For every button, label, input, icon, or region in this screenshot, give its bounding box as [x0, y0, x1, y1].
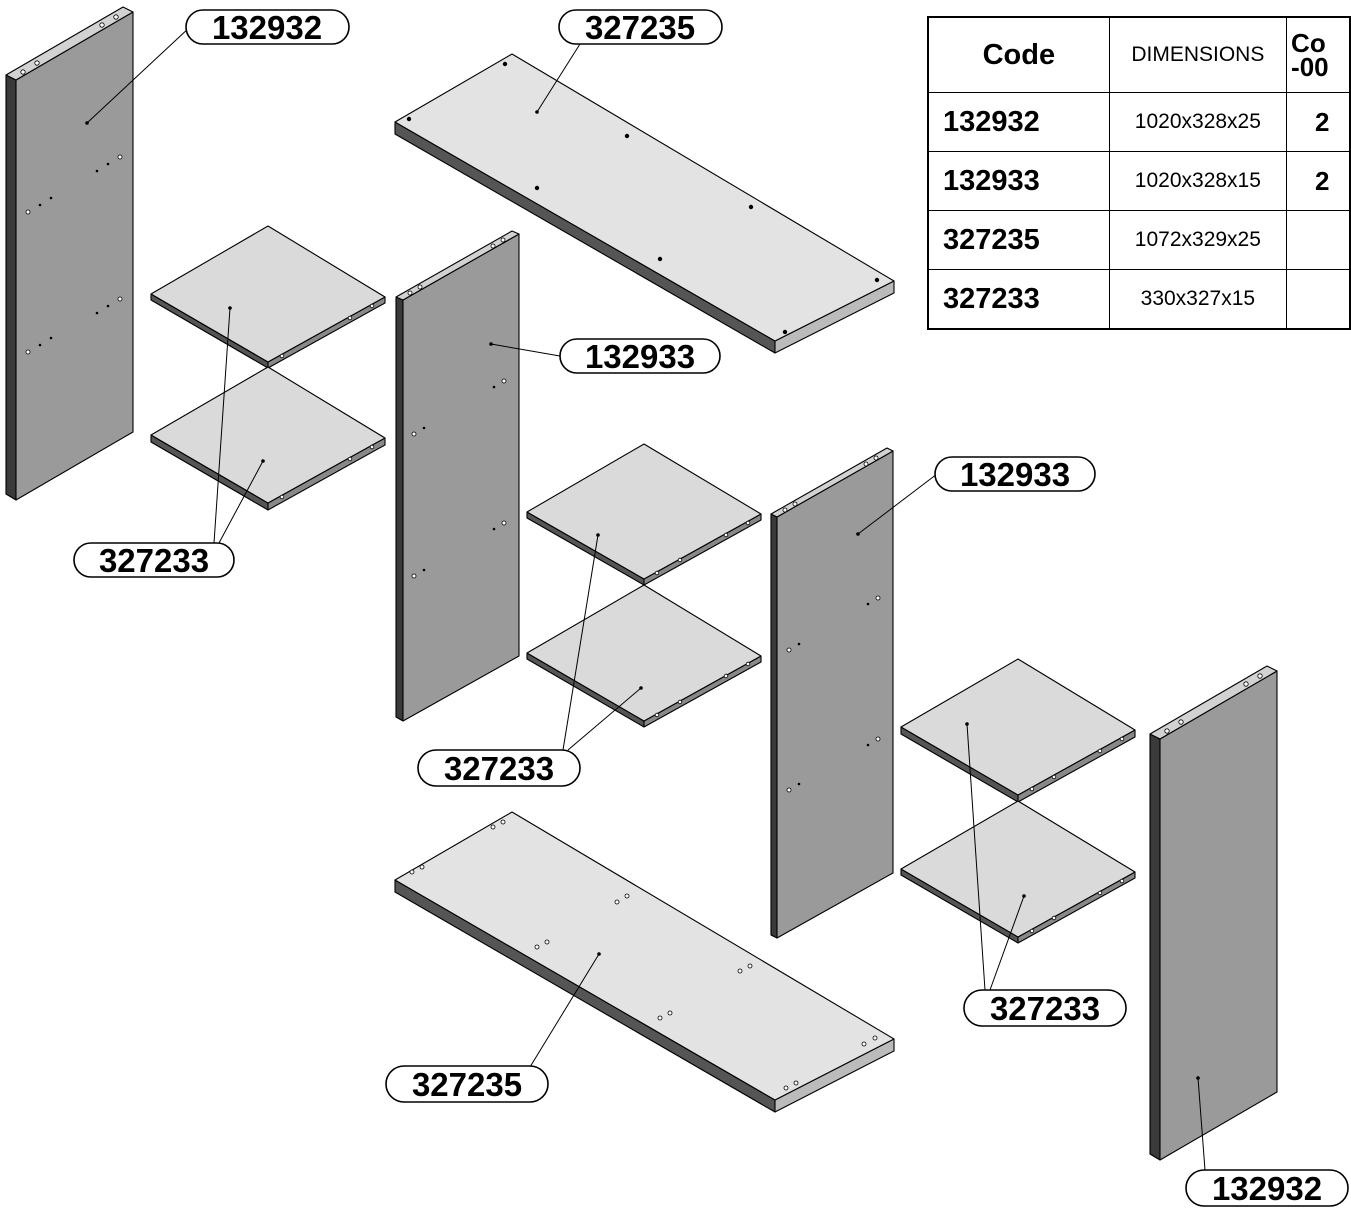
callout-bottom-board: 327235 — [385, 1065, 549, 1103]
callout-divider-1: 132933 — [559, 338, 721, 375]
shelf-middle-lower — [526, 584, 762, 728]
callout-shelves-left: 327233 — [73, 542, 235, 579]
side-panel-right — [1149, 665, 1278, 1161]
callout-label: 132933 — [585, 338, 695, 375]
header-code: Code — [927, 16, 1110, 93]
callout-label: 132932 — [1212, 1170, 1322, 1207]
table-row: 327235 1072x329x25 — [927, 210, 1351, 270]
divider-panel-2 — [770, 447, 894, 939]
callout-label: 327233 — [99, 542, 209, 579]
callout-shelves-right: 327233 — [963, 989, 1127, 1027]
callout-label: 132933 — [960, 456, 1070, 493]
row-qty — [1286, 210, 1351, 270]
header-color: Co -00 — [1286, 16, 1351, 93]
callout-label: 132932 — [212, 9, 322, 46]
shelf-left-upper — [150, 225, 386, 369]
callout-label: 327233 — [444, 750, 554, 787]
side-panel-left — [5, 6, 134, 501]
row-qty: 2 — [1286, 151, 1351, 211]
row-dimensions: 1072x329x25 — [1108, 210, 1288, 270]
header-color-label: Co -00 — [1291, 28, 1329, 82]
callout-top-board: 327235 — [558, 9, 723, 46]
shelf-right-lower — [900, 800, 1136, 944]
row-dimensions: 1020x328x15 — [1108, 151, 1288, 211]
shelf-middle-upper — [526, 443, 762, 586]
row-code: 327233 — [927, 269, 1110, 330]
bottom-board — [394, 811, 895, 1113]
callout-label: 327235 — [585, 9, 695, 46]
row-dimensions: 1020x328x25 — [1108, 92, 1288, 152]
shelf-left-lower — [150, 366, 386, 511]
table-row: 132933 1020x328x15 2 — [927, 151, 1351, 211]
callout-label: 327233 — [990, 990, 1100, 1027]
row-dimensions: 330x327x15 — [1108, 269, 1288, 330]
row-qty — [1286, 269, 1351, 330]
callout-side-left: 132932 — [185, 9, 350, 46]
header-dimensions: DIMENSIONS — [1108, 16, 1288, 93]
row-qty: 2 — [1286, 92, 1351, 152]
table-row: 327233 330x327x15 — [927, 269, 1351, 330]
row-code: 132932 — [927, 92, 1110, 152]
callout-label: 327235 — [412, 1066, 522, 1103]
table-header-row: Code DIMENSIONS Co -00 — [927, 16, 1351, 93]
top-board — [394, 53, 895, 354]
callout-divider-2: 132933 — [934, 456, 1096, 493]
leader-lines — [86, 26, 1206, 1171]
shelf-right-upper — [900, 658, 1136, 803]
parts-table: Code DIMENSIONS Co -00 132932 1020x328x2… — [927, 16, 1351, 330]
divider-panel-1 — [395, 230, 520, 722]
callout-side-right: 132932 — [1185, 1169, 1349, 1207]
table-row: 132932 1020x328x25 2 — [927, 92, 1351, 152]
callout-shelves-middle: 327233 — [417, 749, 581, 787]
row-code: 327235 — [927, 210, 1110, 270]
row-code: 132933 — [927, 151, 1110, 211]
